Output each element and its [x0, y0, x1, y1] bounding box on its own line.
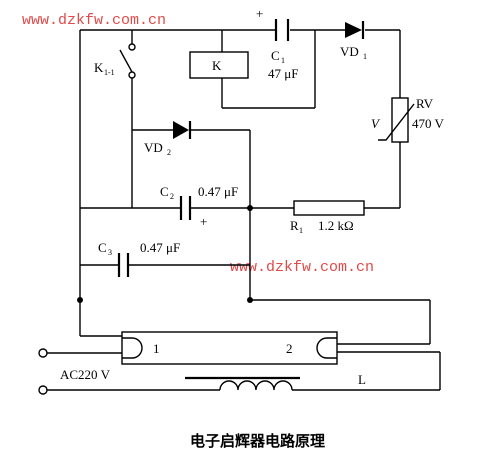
svg-text:1-1: 1-1 [104, 68, 115, 77]
svg-text:K: K [94, 60, 104, 75]
capacitor-c2: C 2 0.47 μF + [80, 184, 294, 229]
diagram-caption: 电子启辉器电路原理 [190, 432, 325, 450]
diode-vd2: VD 2 [132, 121, 251, 208]
svg-text:C: C [160, 184, 169, 199]
svg-text:R: R [290, 218, 299, 233]
svg-text:AC220 V: AC220 V [60, 367, 111, 382]
watermark-middle: www.dzkfw.com.cn [230, 259, 374, 276]
svg-text:2: 2 [170, 192, 174, 201]
svg-text:1: 1 [299, 226, 303, 235]
svg-text:0.47 μF: 0.47 μF [198, 184, 238, 199]
svg-text:47 μF: 47 μF [268, 66, 298, 81]
svg-text:1: 1 [281, 56, 285, 65]
svg-text:K: K [212, 58, 222, 73]
svg-text:VD: VD [340, 44, 359, 59]
svg-text:RV: RV [416, 96, 434, 111]
fluorescent-tube: 1 2 [121, 331, 440, 365]
watermark-top: www.dzkfw.com.cn [22, 12, 166, 29]
svg-text:VD: VD [144, 140, 163, 155]
svg-text:2: 2 [167, 148, 171, 157]
svg-text:L: L [358, 372, 366, 387]
svg-text:V: V [371, 116, 381, 131]
svg-text:+: + [200, 214, 207, 229]
resistor-r1: R 1 1.2 kΩ [290, 200, 400, 235]
capacitor-c3: C 3 0.47 μF [80, 240, 250, 277]
svg-text:3: 3 [108, 248, 112, 257]
switch-k1-1: K 1-1 [94, 30, 136, 208]
svg-text:1.2 kΩ: 1.2 kΩ [318, 218, 354, 233]
svg-text:1: 1 [363, 52, 367, 61]
diode-vd1: VD 1 [340, 21, 367, 61]
ac-supply: AC220 V [38, 348, 220, 395]
ballast-inductor: L [185, 352, 441, 391]
svg-text:470 V: 470 V [412, 116, 445, 131]
varistor-rv: RV 470 V V [371, 30, 445, 208]
relay-coil-k: K [189, 30, 316, 109]
starter-wire-right [79, 208, 431, 344]
top-wire [77, 29, 400, 303]
svg-text:C: C [271, 48, 280, 63]
svg-text:2: 2 [286, 341, 293, 356]
capacitor-c1: + C 1 47 μF [256, 6, 298, 81]
svg-text:C: C [98, 240, 107, 255]
svg-text:0.47 μF: 0.47 μF [140, 240, 180, 255]
svg-text:1: 1 [153, 341, 160, 356]
svg-text:+: + [256, 6, 263, 21]
